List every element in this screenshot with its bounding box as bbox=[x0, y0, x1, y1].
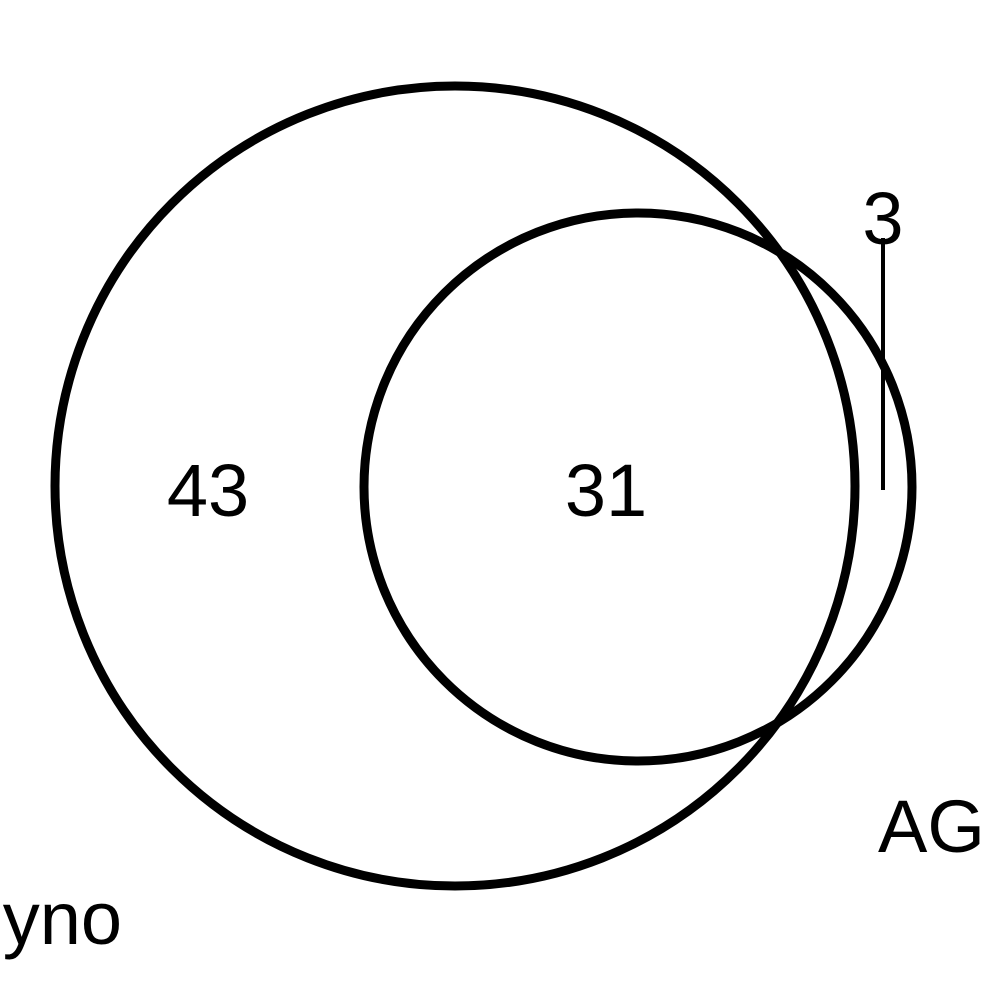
set-a-label: yno bbox=[3, 877, 122, 960]
set-b-label: AG bbox=[878, 785, 985, 868]
region-a-only-count: 43 bbox=[167, 449, 249, 532]
region-a-and-b-count: 31 bbox=[565, 449, 647, 532]
set-a-circle bbox=[50, 81, 860, 891]
region-b-only-count: 3 bbox=[862, 177, 903, 260]
set-b-circle bbox=[359, 208, 917, 766]
